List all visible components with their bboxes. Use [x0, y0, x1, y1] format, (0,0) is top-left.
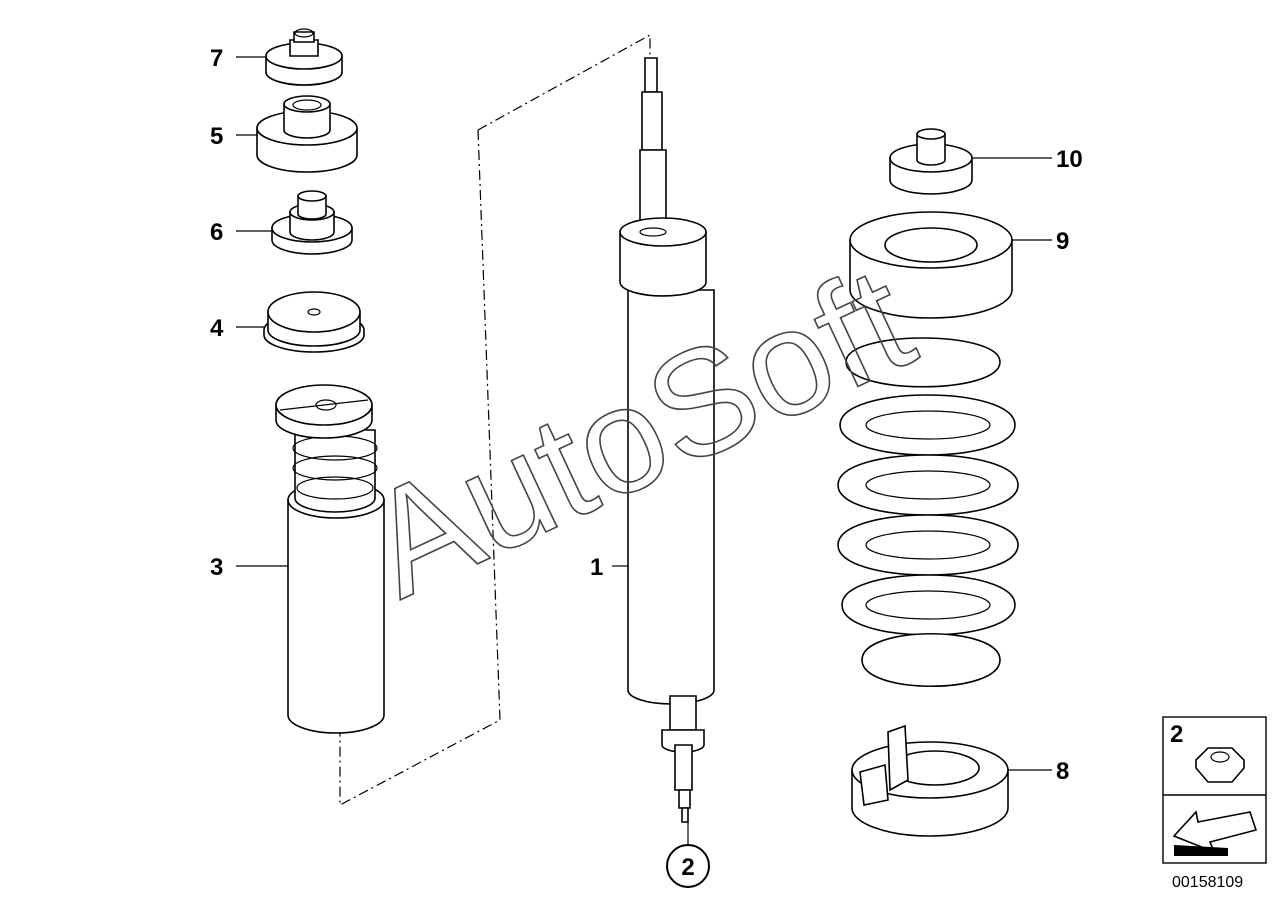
callout-9: 9	[1056, 228, 1069, 255]
coil-spring[interactable]	[837, 337, 1019, 687]
hex-nut-icon	[1194, 747, 1246, 783]
part-6-rubber-mount[interactable]	[271, 190, 353, 255]
callout-4: 4	[210, 315, 224, 342]
assembly-outline	[477, 33, 651, 131]
callout-7: 7	[210, 45, 223, 72]
legend-box: 2	[1162, 716, 1267, 864]
part-4-cap[interactable]	[263, 291, 365, 353]
assembly-outline-left	[339, 129, 501, 806]
direction-arrow-icon	[1172, 810, 1258, 856]
callout-3: 3	[210, 554, 223, 581]
callout-2-circle	[666, 844, 710, 888]
part-1-shock-absorber[interactable]	[619, 57, 715, 823]
part-8-lower-spring-pad[interactable]	[851, 724, 1009, 837]
part-5-support-bearing[interactable]	[256, 95, 358, 173]
legend-item-number: 2	[1170, 721, 1183, 748]
part-3-protection-tube[interactable]	[275, 384, 385, 734]
part-7-collar-nut[interactable]	[265, 28, 343, 86]
callout-8: 8	[1056, 758, 1069, 785]
diagram-id: 00158109	[1172, 874, 1243, 891]
part-10-stop-buffer[interactable]	[889, 128, 973, 195]
callout-1: 1	[590, 554, 603, 581]
callout-2: 2	[681, 854, 694, 881]
callout-5: 5	[210, 123, 223, 150]
callout-10: 10	[1056, 146, 1083, 173]
callout-6: 6	[210, 219, 223, 246]
part-9-upper-spring-pad[interactable]	[849, 211, 1013, 319]
